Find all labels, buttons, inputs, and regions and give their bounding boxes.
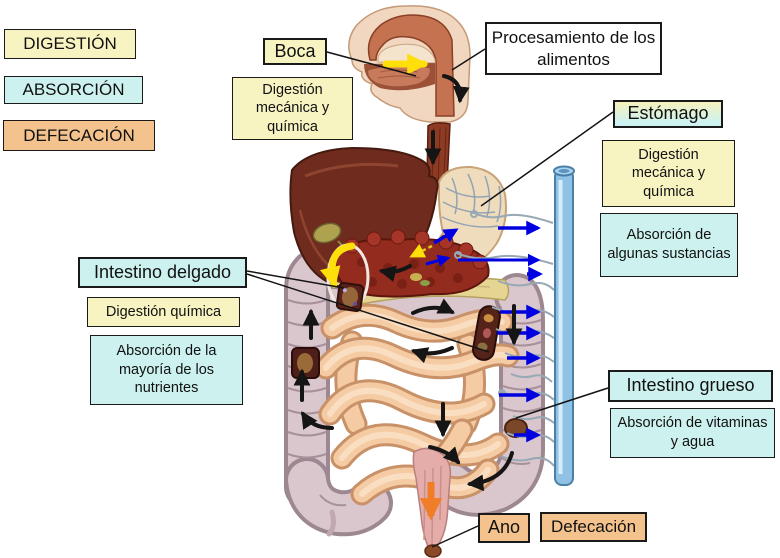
food-bolus-ileum (472, 305, 501, 361)
absorption-arrows (425, 220, 543, 443)
label-procesamiento: Procesamiento de los alimentos (485, 22, 662, 75)
label-intestino-grueso: Intestino grueso (608, 370, 773, 402)
connector-lines (246, 48, 614, 548)
transit-arrows (293, 74, 523, 492)
legend-absorcion: ABSORCIÓN (4, 76, 143, 104)
food-bolus-colon-left (291, 347, 320, 379)
stomach-vessel-mesh (441, 173, 502, 228)
note-intestino-delgado-absorcion: Absorción de la mayoría de los nutriente… (90, 335, 243, 405)
note-intestino-delgado-digestion: Digestión química (87, 297, 240, 327)
note-ano-defecacion: Defecación (540, 512, 647, 542)
blood-vessel-bar (553, 165, 575, 486)
note-boca-digestion: Digestión mecánica y química (232, 77, 353, 140)
yellow-food-arrows (319, 53, 433, 289)
appendix-shape (326, 509, 336, 537)
note-intestino-grueso-absorcion: Absorción de vitaminas y agua (610, 408, 775, 458)
label-intestino-delgado: Intestino delgado (78, 257, 247, 288)
note-estomago-digestion: Digestión mecánica y química (602, 140, 735, 207)
note-estomago-absorcion: Absorción de algunas sustancias (600, 213, 738, 277)
legend-digestion: DIGESTIÓN (4, 29, 136, 59)
food-bolus (424, 544, 442, 558)
food-bolus-duodenum (335, 281, 365, 313)
legend-defecacion: DEFECACIÓN (3, 120, 155, 151)
label-boca: Boca (263, 38, 327, 65)
label-estomago: Estómago (613, 100, 723, 128)
label-ano: Ano (478, 513, 530, 543)
gallbladder-shape (312, 222, 342, 244)
